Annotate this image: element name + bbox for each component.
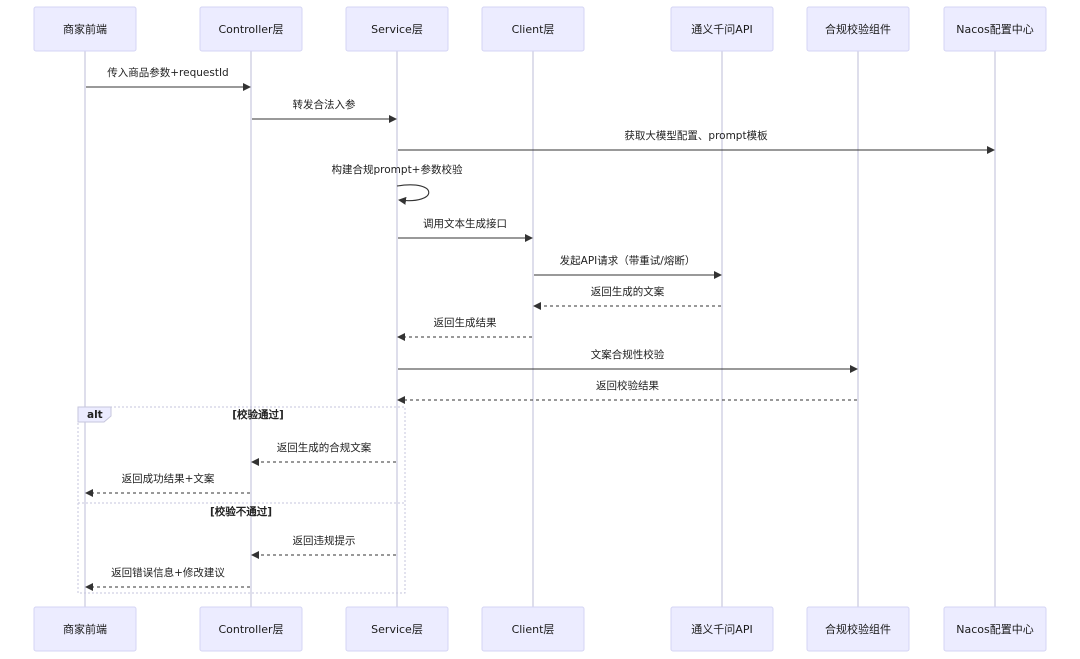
message-label: 返回生成结果: [434, 316, 497, 329]
message-label: 返回校验结果: [596, 379, 659, 392]
message-8: 文案合规性校验: [398, 348, 858, 373]
message-13: 返回错误信息+修改建议: [85, 566, 250, 591]
message-label: 返回违规提示: [293, 534, 356, 547]
participant-box: [481, 606, 585, 652]
message-7: 返回生成结果: [397, 316, 532, 341]
participant-bottom-4: 通义千问API: [670, 606, 774, 652]
message-label: 发起API请求（带重试/熔断）: [560, 254, 696, 267]
participant-label: Controller层: [218, 623, 283, 636]
participant-box: [33, 6, 137, 52]
participant-label: Controller层: [218, 23, 283, 36]
participant-top-6: Nacos配置中心: [943, 6, 1047, 52]
participant-box: [345, 6, 449, 52]
message-label: 调用文本生成接口: [423, 217, 507, 230]
message-label: 获取大模型配置、prompt模板: [624, 129, 768, 142]
message-10: 返回生成的合规文案: [251, 441, 396, 466]
participant-box: [806, 606, 910, 652]
message-label: 返回生成的合规文案: [277, 441, 372, 454]
message-label: 返回生成的文案: [591, 285, 665, 298]
participant-bottom-1: Controller层: [199, 606, 303, 652]
participant-top-4: 通义千问API: [670, 6, 774, 52]
participant-bottom-0: 商家前端: [33, 606, 137, 652]
alt-label-box: [77, 406, 112, 423]
alt-label: alt: [87, 409, 103, 421]
participant-box: [943, 6, 1047, 52]
participant-label: 商家前端: [63, 22, 107, 36]
participant-bottom-6: Nacos配置中心: [943, 606, 1047, 652]
message-4: 调用文本生成接口: [398, 217, 533, 242]
participant-box: [199, 606, 303, 652]
message-11: 返回成功结果+文案: [85, 472, 250, 497]
participant-top-1: Controller层: [199, 6, 303, 52]
self-message-arrow: [396, 184, 430, 205]
message-9: 返回校验结果: [397, 379, 857, 404]
participant-label: Service层: [371, 623, 423, 636]
message-2: 获取大模型配置、prompt模板: [398, 129, 995, 154]
message-label: 构建合规prompt+参数校验: [332, 163, 463, 176]
participant-label: Client层: [512, 623, 555, 636]
alt-frame: [77, 406, 406, 594]
message-label: 传入商品参数+requestId: [107, 66, 228, 79]
participant-box: [806, 6, 910, 52]
alt-condition-pass: [校验通过]: [232, 408, 284, 421]
participant-label: Nacos配置中心: [956, 623, 1033, 636]
participant-bottom-3: Client层: [481, 606, 585, 652]
participant-box: [670, 606, 774, 652]
participant-bottom-5: 合规校验组件: [806, 606, 910, 652]
message-label: 转发合法入参: [293, 98, 356, 111]
participant-top-0: 商家前端: [33, 6, 137, 52]
participant-label: 商家前端: [63, 622, 107, 636]
participant-label: Client层: [512, 23, 555, 36]
message-6: 返回生成的文案: [533, 285, 721, 310]
participant-label: 通义千问API: [691, 623, 752, 636]
participant-top-5: 合规校验组件: [806, 6, 910, 52]
participant-top-2: Service层: [345, 6, 449, 52]
participant-box: [943, 606, 1047, 652]
participant-label: 通义千问API: [691, 23, 752, 36]
message-label: 返回成功结果+文案: [122, 472, 215, 485]
participant-bottom-2: Service层: [345, 606, 449, 652]
participant-top-3: Client层: [481, 6, 585, 52]
message-5: 发起API请求（带重试/熔断）: [534, 254, 722, 279]
participant-label: 合规校验组件: [825, 22, 891, 36]
message-12: 返回违规提示: [251, 534, 396, 559]
participant-box: [481, 6, 585, 52]
participant-label: Nacos配置中心: [956, 23, 1033, 36]
participant-label: Service层: [371, 23, 423, 36]
participant-box: [33, 606, 137, 652]
message-3: 构建合规prompt+参数校验: [332, 163, 463, 205]
participant-box: [670, 6, 774, 52]
participant-box: [199, 6, 303, 52]
participant-label: 合规校验组件: [825, 622, 891, 636]
message-label: 返回错误信息+修改建议: [111, 566, 225, 579]
participant-box: [345, 606, 449, 652]
message-label: 文案合规性校验: [591, 348, 665, 361]
message-1: 转发合法入参: [252, 98, 397, 123]
message-0: 传入商品参数+requestId: [86, 66, 251, 91]
alt-condition-fail: [校验不通过]: [210, 505, 272, 518]
